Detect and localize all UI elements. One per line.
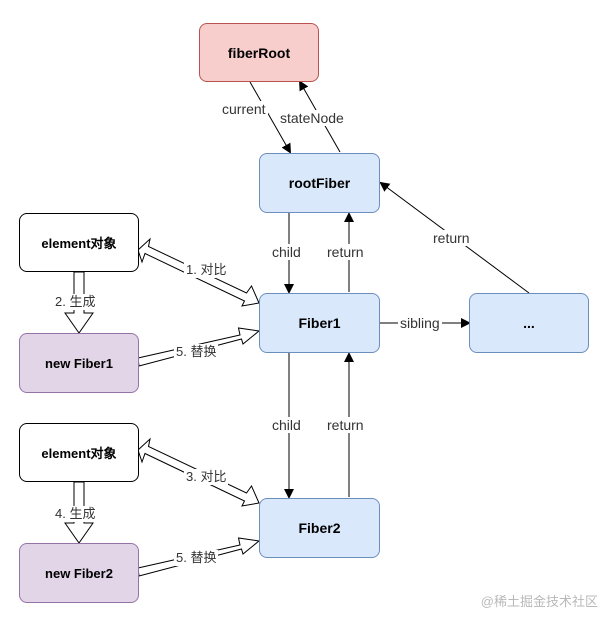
label-generate-4: 4. 生成: [53, 506, 98, 522]
label-current: current: [220, 101, 268, 117]
node-fiber2: Fiber2: [259, 498, 380, 558]
node-fiber1: Fiber1: [259, 293, 380, 353]
node-element-1: element对象: [19, 213, 139, 272]
node-new-fiber-1: new Fiber1: [19, 333, 139, 393]
node-ellipsis: ...: [469, 293, 589, 353]
label-return-sibling: return: [431, 230, 472, 246]
label-replace-5b: 5. 替换: [174, 550, 219, 566]
label-replace-5a: 5. 替换: [174, 344, 219, 360]
node-new-fiber-2: new Fiber2: [19, 543, 139, 603]
label-generate-2: 2. 生成: [53, 294, 98, 310]
watermark: @稀土掘金技术社区: [480, 594, 598, 609]
label-return-1: return: [325, 244, 366, 260]
node-element-2: element对象: [19, 423, 139, 482]
label-return-2: return: [325, 417, 366, 433]
label-child-2: child: [270, 417, 303, 433]
label-compare-1: 1. 对比: [184, 262, 229, 278]
label-sibling: sibling: [398, 315, 442, 331]
label-compare-3: 3. 对比: [184, 469, 229, 485]
edge-current: [249, 81, 291, 154]
node-fiberroot: fiberRoot: [199, 23, 319, 82]
node-rootfiber: rootFiber: [259, 153, 380, 213]
label-child-1: child: [270, 244, 303, 260]
label-statenode: stateNode: [278, 110, 346, 126]
